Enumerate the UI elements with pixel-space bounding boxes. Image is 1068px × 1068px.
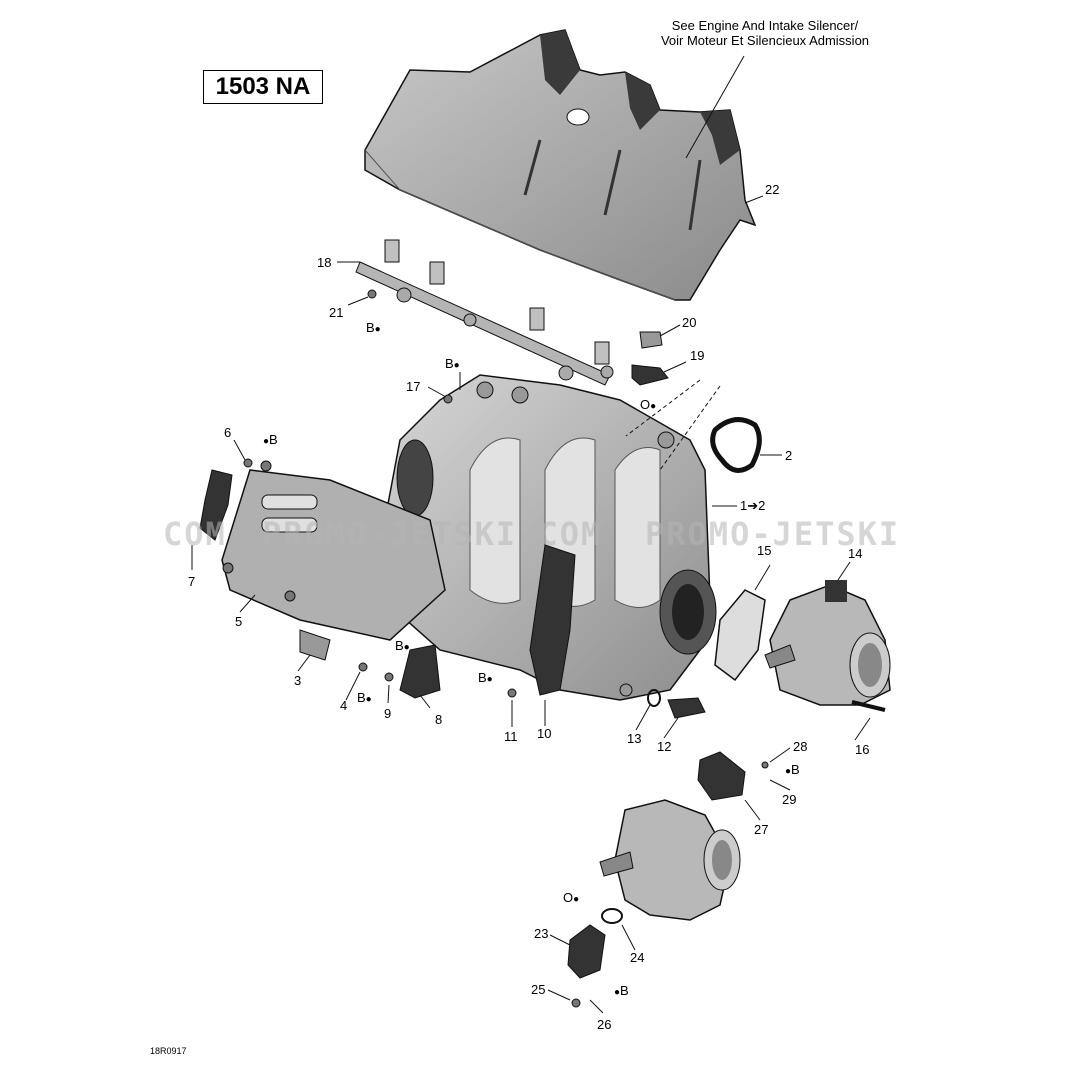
callout-8: 8	[435, 712, 443, 727]
callout-3: 3	[294, 673, 302, 688]
callout-9: 9	[384, 706, 392, 721]
callout-24: 24	[630, 950, 645, 965]
drop-icon: ●	[614, 987, 621, 998]
lube-mark-b: B●	[445, 356, 460, 371]
clip-part	[299, 629, 331, 661]
callout-1-to-2: 1➔2	[740, 498, 766, 513]
callout-23: 23	[534, 926, 549, 941]
screw-16-part	[851, 700, 886, 712]
throttle-body-lower-part	[599, 751, 746, 921]
callout-19: 19	[690, 348, 705, 363]
callout-12: 12	[657, 739, 672, 754]
intake-manifold-part	[384, 374, 717, 701]
callout-10: 10	[537, 726, 552, 741]
callout-7: 7	[188, 574, 196, 589]
callout-2: 2	[785, 448, 793, 463]
callout-17: 17	[406, 379, 421, 394]
watermark-middle: PROMO-JETSKI.COM	[262, 515, 603, 553]
callout-25: 25	[531, 982, 546, 997]
callout-4: 4	[340, 698, 348, 713]
lube-b-label: B	[366, 320, 375, 335]
lube-b-label: B	[478, 670, 487, 685]
o-ring-part	[601, 908, 623, 924]
lube-o-label: O	[563, 890, 574, 905]
fuel-rail-part	[355, 239, 614, 386]
callout-13: 13	[627, 731, 642, 746]
drop-icon: ●	[374, 324, 381, 335]
callout-29: 29	[782, 792, 797, 807]
clip-20-part	[639, 331, 663, 349]
lube-b-label: B	[357, 690, 366, 705]
lube-mark-b: B●	[357, 690, 372, 705]
callout-20: 20	[682, 315, 697, 330]
lube-o-label: O	[640, 397, 651, 412]
note-line-1: See Engine And Intake Silencer/	[671, 18, 859, 33]
lube-mark-b: ●B	[785, 762, 800, 777]
drop-icon: ●	[403, 642, 410, 653]
mounting-plate-part	[221, 460, 446, 641]
model-label: 1503 NA	[203, 70, 323, 104]
callout-11: 11	[504, 729, 518, 744]
reference-note: See Engine And Intake Silencer/ Voir Mot…	[620, 18, 910, 48]
callout-18: 18	[317, 255, 332, 270]
lube-b-label: B	[269, 432, 278, 447]
throttle-body-part	[764, 580, 891, 706]
drop-icon: ●	[785, 766, 792, 777]
drop-icon: ●	[365, 694, 372, 705]
sensor-19-part	[631, 364, 669, 386]
watermark-left: COM	[163, 515, 227, 553]
lube-mark-b: B●	[478, 670, 493, 685]
lube-b-label: B	[395, 638, 404, 653]
callout-6: 6	[224, 425, 232, 440]
callout-15: 15	[757, 543, 772, 558]
note-line-2: Voir Moteur Et Silencieux Admission	[660, 33, 870, 48]
drop-icon: ●	[573, 894, 580, 905]
drop-icon: ●	[486, 674, 493, 685]
callout-5: 5	[235, 614, 243, 629]
callout-16: 16	[855, 742, 870, 757]
callout-21: 21	[329, 305, 344, 320]
lube-b-label: B	[620, 983, 629, 998]
o-ring-13-part	[647, 689, 661, 707]
throttle-gasket-part	[714, 589, 766, 682]
gasket-part	[710, 417, 762, 473]
lube-b-label: B	[445, 356, 454, 371]
callout-26: 26	[597, 1017, 612, 1032]
sensor-12-part	[667, 697, 706, 719]
lube-mark-o: O●	[640, 397, 656, 412]
drop-icon: ●	[263, 436, 270, 447]
lube-b-label: B	[791, 762, 800, 777]
lube-mark-b: B●	[366, 320, 381, 335]
leader-lines	[191, 55, 871, 1014]
sensor-23-part	[567, 924, 606, 979]
sensor-bracket-part	[529, 544, 576, 696]
bracket-8-part	[399, 644, 441, 699]
bracket-part	[199, 469, 233, 541]
lube-mark-b: B●	[395, 638, 410, 653]
callout-28: 28	[793, 739, 808, 754]
callout-14: 14	[848, 546, 863, 561]
engine-cover-part	[364, 29, 757, 301]
callout-27: 27	[754, 822, 769, 837]
callout-22: 22	[765, 182, 780, 197]
drop-icon: ●	[650, 401, 657, 412]
lube-mark-b: ●B	[614, 983, 629, 998]
reference-code: 18R0917	[150, 1046, 187, 1056]
watermark-right: PROMO-JETSKI	[645, 515, 901, 553]
drop-icon: ●	[453, 360, 460, 371]
lube-mark-o: O●	[563, 890, 579, 905]
lube-mark-b: ●B	[263, 432, 278, 447]
